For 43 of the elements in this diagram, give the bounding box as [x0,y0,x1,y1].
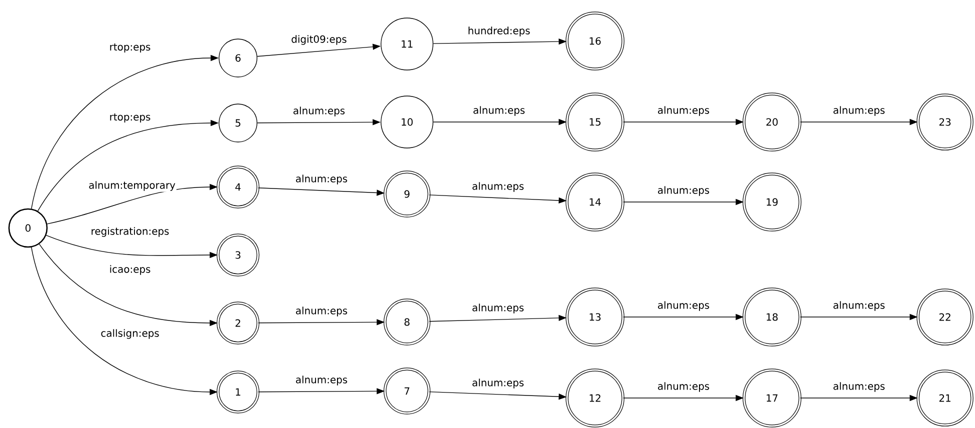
edge-label: rtop:eps [108,112,152,124]
edge-label: alnum:eps [292,106,346,118]
edge-label: alnum:eps [656,185,711,197]
accepting-state: 16 [566,12,624,70]
accepting-state: 2 [216,302,260,344]
edge-label: alnum:eps [294,174,349,186]
edge-label: alnum:eps [470,302,526,314]
edge-label: alnum:eps [656,381,711,393]
edge-label: alnum:temporary [88,180,176,192]
accepting-state: 20 [742,92,802,152]
edge-label: alnum:eps [832,300,886,312]
edge-label: alnum:eps [470,181,526,193]
accepting-state: 15 [566,92,624,152]
edge-label: alnum:eps [294,374,349,386]
accepting-state: 14 [566,172,624,232]
accepting-state: 1 [216,370,260,414]
accepting-state: 3 [216,234,260,276]
edge-label: alnum:eps [832,105,886,117]
edge-label: alnum:eps [656,300,711,312]
accepting-state: 4 [216,166,260,208]
edge-label: alnum:eps [832,381,886,393]
edge-label: alnum:eps [470,378,526,390]
edge-label: registration:eps [90,226,170,238]
edge-label: rtop:eps [108,42,152,54]
start-state: 0 [8,208,48,248]
accepting-state: 9 [384,170,430,218]
edge-label: alnum:eps [294,306,349,318]
edge-label: digit09:eps [290,34,348,46]
edge-label: icao:eps [108,264,152,276]
accepting-state: 17 [742,368,802,428]
edge-label: alnum:eps [472,105,526,117]
edge-label: callsign:eps [100,328,160,340]
edge-label: alnum:eps [656,105,711,117]
accepting-state: 19 [742,172,802,232]
accepting-state: 23 [916,94,974,150]
accepting-state: 13 [566,288,624,346]
accepting-state: 8 [384,298,430,346]
accepting-state: 12 [566,368,624,428]
accepting-state: 22 [916,288,974,346]
accepting-state: 21 [916,370,974,426]
edge-label: hundred:eps [466,26,532,38]
accepting-state: 18 [742,288,802,346]
accepting-state: 7 [384,368,430,414]
